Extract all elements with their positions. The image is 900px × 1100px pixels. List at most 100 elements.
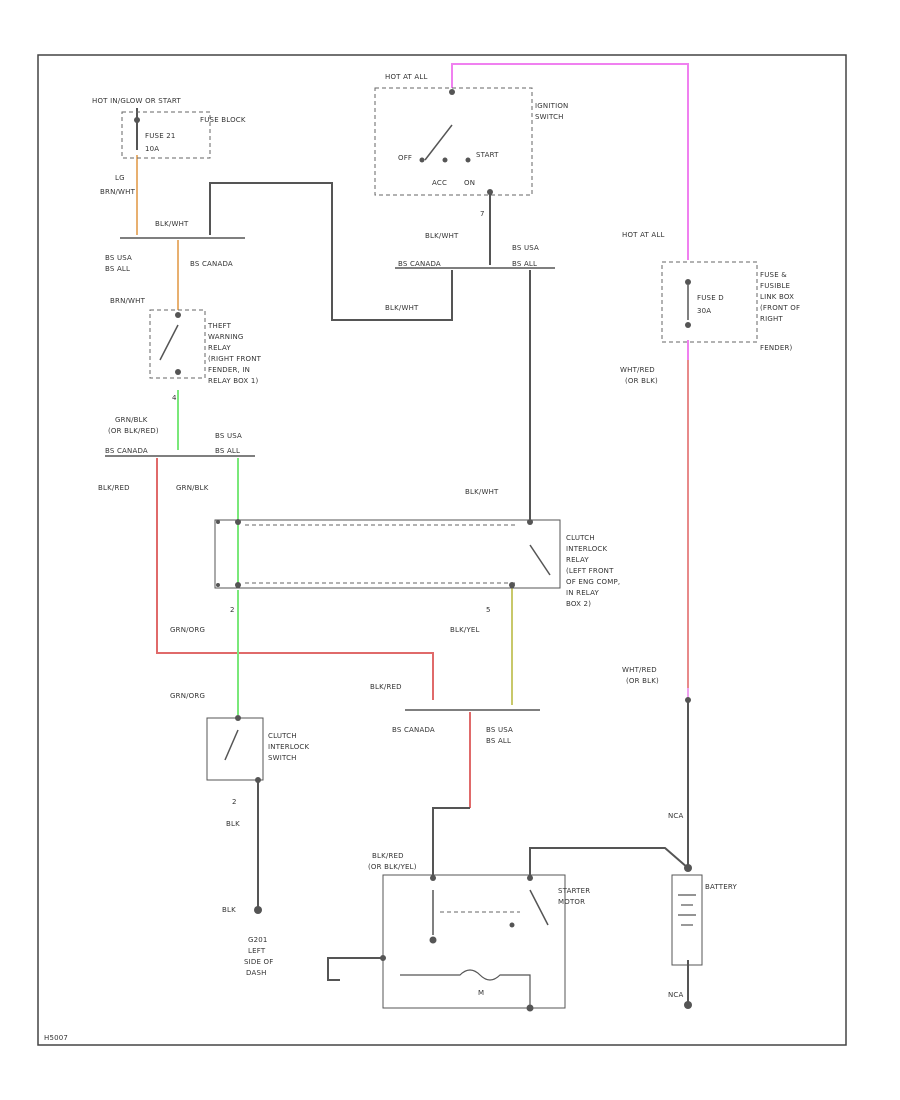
label-clutch-relay-2: INTERLOCK — [566, 545, 608, 553]
label-starter-1: STARTER — [558, 887, 590, 895]
label-blk-2: BLK — [222, 906, 236, 914]
label-blk-yel: BLK/YEL — [450, 626, 480, 634]
label-theft-5: FENDER, IN — [208, 366, 250, 374]
label-clutch-relay-3: RELAY — [566, 556, 589, 564]
label-blk-1: BLK — [226, 820, 240, 828]
label-g201-3: SIDE OF — [244, 958, 273, 966]
label-or-blk-2: (OR BLK) — [626, 677, 659, 685]
label-pin5: 5 — [486, 606, 491, 614]
label-grn-org-1: GRN/ORG — [170, 626, 205, 634]
label-blk-red-1: BLK/RED — [98, 484, 130, 492]
node-ign-bottom — [487, 189, 493, 195]
node-ign-top — [449, 89, 455, 95]
label-hot-at-all: HOT AT ALL — [385, 73, 428, 81]
label-g201-2: LEFT — [248, 947, 266, 955]
label-wht-red-1: WHT/RED — [620, 366, 655, 374]
ignition-switch-blade — [424, 124, 453, 161]
label-fuse-d-amp: 30A — [697, 307, 711, 315]
node-battery-neg — [684, 1001, 692, 1009]
label-clutch-switch-3: SWITCH — [268, 754, 297, 762]
label-grn-blk: GRN/BLK — [115, 416, 148, 424]
label-bs-usa-2: BS USA — [215, 432, 242, 440]
label-bs-all-4: BS ALL — [486, 737, 511, 745]
label-bs-usa-4: BS USA — [486, 726, 513, 734]
label-brn-wht-2: BRN/WHT — [110, 297, 146, 305]
node-theft-top — [175, 312, 181, 318]
label-nca-1: NCA — [668, 812, 684, 820]
label-footer-id: H5007 — [44, 1034, 68, 1042]
node-wht-red-conn — [685, 697, 691, 703]
label-theft-4: (RIGHT FRONT — [208, 355, 262, 363]
label-theft-1: THEFT — [207, 322, 232, 330]
node-relay-left-b — [216, 583, 220, 587]
label-motor-m: M — [478, 989, 484, 997]
label-blk-red-3: BLK/RED — [372, 852, 404, 860]
label-clutch-switch-2: INTERLOCK — [268, 743, 310, 751]
wire-battery-to-starter — [529, 847, 689, 875]
label-bs-all-3: BS ALL — [512, 260, 537, 268]
starter-motor-coil — [400, 969, 531, 1008]
label-wht-red-2: WHT/RED — [622, 666, 657, 674]
wire-blk-red-long — [156, 458, 434, 700]
node-battery-pos — [684, 864, 692, 872]
label-pin4: 4 — [172, 394, 177, 402]
node-ign-mid — [442, 157, 448, 163]
node-relay-tr — [527, 519, 533, 525]
node-ground-g201 — [254, 906, 262, 914]
wire-starter-ground — [327, 957, 383, 981]
theft-relay-box — [149, 309, 206, 379]
label-or-blk-red: (OR BLK/RED) — [108, 427, 159, 435]
battery-box — [671, 874, 703, 966]
label-fuse-box-4: (FRONT OF — [760, 304, 800, 312]
theft-relay-blade — [159, 324, 179, 361]
node-starter-br — [526, 1004, 534, 1012]
label-clutch-relay-7: BOX 2) — [566, 600, 591, 608]
label-battery: BATTERY — [705, 883, 738, 891]
label-lg: LG — [115, 174, 125, 182]
node-starter-mid — [509, 922, 515, 928]
label-hot-glow-start: HOT IN/GLOW OR START — [92, 97, 181, 105]
starter-motor-box — [382, 874, 566, 1009]
label-blk-red-2: BLK/RED — [370, 683, 402, 691]
label-starter-2: MOTOR — [558, 898, 585, 906]
fuse-link-box — [661, 261, 758, 343]
label-bs-canada-2: BS CANADA — [105, 447, 148, 455]
clutch-switch-box — [206, 717, 264, 781]
clutch-relay-blade — [529, 544, 551, 576]
label-clutch-switch-1: CLUTCH — [268, 732, 297, 740]
starter-solenoid-blade — [529, 889, 549, 926]
label-hot-at-all-2: HOT AT ALL — [622, 231, 665, 239]
node-relay-br — [509, 582, 515, 588]
clutch-switch-blade — [224, 729, 239, 761]
node-ign-start — [465, 157, 471, 163]
node-relay-left-a — [216, 520, 220, 524]
label-fuse-box-5: RIGHT — [760, 315, 783, 323]
label-clutch-relay-1: CLUTCH — [566, 534, 595, 542]
node-starter-r — [527, 875, 533, 881]
node-clutch-sw-bottom — [255, 777, 261, 783]
label-blk-wht-1: BLK/WHT — [155, 220, 189, 228]
node-relay-bl — [235, 582, 241, 588]
node-theft-bottom — [175, 369, 181, 375]
label-ign-on: ON — [464, 179, 475, 187]
label-or-blk-yel: (OR BLK/YEL) — [368, 863, 417, 871]
label-fuse21: FUSE 21 — [145, 132, 176, 140]
label-clutch-relay-6: IN RELAY — [566, 589, 600, 597]
wire-blk-wht-top — [209, 182, 453, 321]
label-bs-canada-4: BS CANADA — [392, 726, 435, 734]
label-grn-blk-2: GRN/BLK — [176, 484, 209, 492]
label-ign-off: OFF — [398, 154, 412, 162]
label-fuse-box-3: LINK BOX — [760, 293, 794, 301]
label-bs-usa-3: BS USA — [512, 244, 539, 252]
node-relay-tl — [235, 519, 241, 525]
node-clutch-sw-top — [235, 715, 241, 721]
label-theft-2: WARNING — [208, 333, 244, 341]
label-grn-org-2: GRN/ORG — [170, 692, 205, 700]
label-pin2b: 2 — [232, 798, 237, 806]
label-ign-start: START — [476, 151, 499, 159]
clutch-relay-box — [214, 519, 561, 589]
label-bs-canada-1: BS CANADA — [190, 260, 233, 268]
node-fuse21-top — [134, 117, 140, 123]
label-ignition-1: IGNITION — [535, 102, 568, 110]
